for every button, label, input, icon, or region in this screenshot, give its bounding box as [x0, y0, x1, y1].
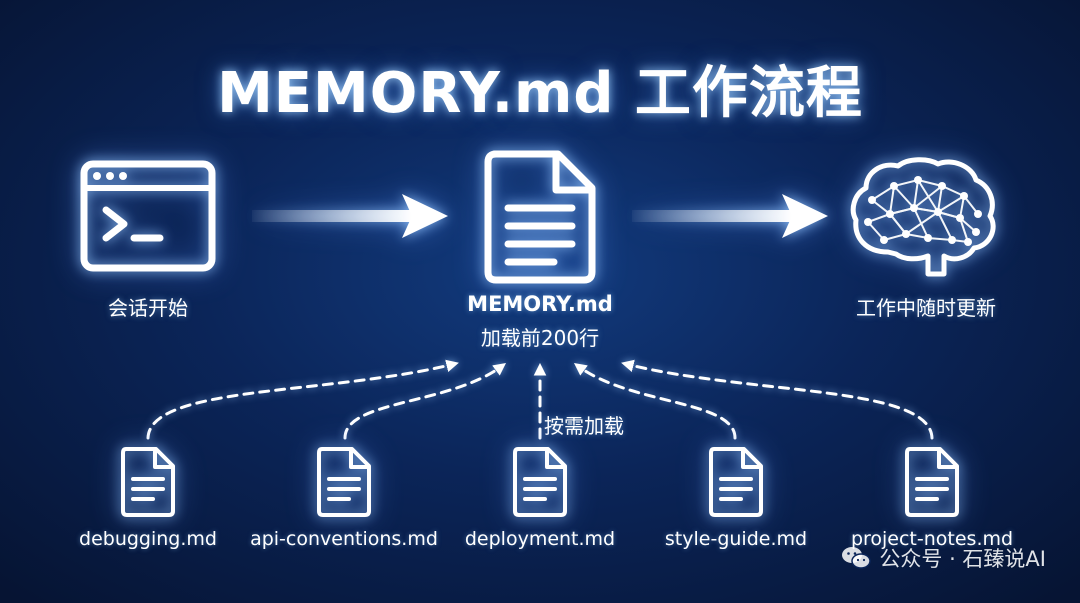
file-name: deployment.md [464, 528, 616, 550]
watermark: 公众号 · 石臻说AI [841, 543, 1046, 573]
brain-update-label: 工作中随时更新 [856, 296, 996, 320]
small-document-icon [905, 447, 959, 517]
connector-api-conventions [343, 362, 507, 440]
small-document-icon [121, 447, 175, 517]
small-document-icon [709, 447, 763, 517]
memory-file-label: MEMORY.md [467, 292, 613, 316]
file-name: api-conventions.md [250, 528, 438, 550]
connector-debugging [146, 359, 459, 440]
memory-load-note: 加载前200行 [480, 326, 600, 350]
connector-style-guide [573, 362, 737, 440]
file-name: style-guide.md [664, 528, 808, 550]
on-demand-label: 按需加载 [544, 414, 624, 438]
small-document-icon [317, 447, 371, 517]
small-document-icon [513, 447, 567, 517]
document-icon [484, 150, 596, 284]
arrow-right-icon [632, 194, 828, 238]
brain-network-icon [850, 157, 996, 277]
session-start-label: 会话开始 [108, 296, 188, 320]
file-name: debugging.md [79, 528, 217, 550]
wechat-icon [842, 547, 872, 569]
terminal-window-icon [80, 160, 216, 272]
connector-project-notes [621, 359, 934, 440]
watermark-text: 公众号 · 石臻说AI [879, 547, 1046, 571]
file-name: project-notes.md [850, 528, 1014, 550]
page-title: MEMORY.md 工作流程 [217, 61, 863, 126]
arrow-right-icon [252, 194, 448, 238]
